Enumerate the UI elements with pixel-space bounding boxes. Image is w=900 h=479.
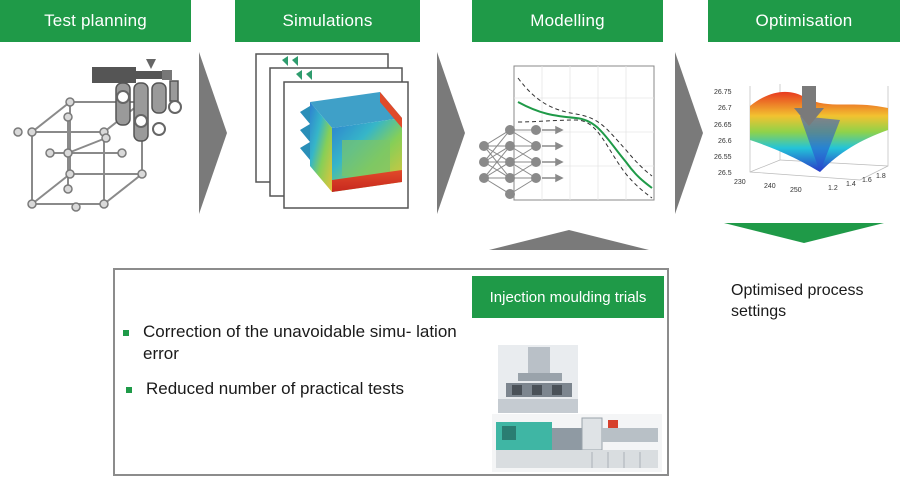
trials-header: Injection moulding trials [472, 276, 664, 318]
neural-network-icon [479, 65, 655, 201]
feedback-arrow-up [489, 230, 649, 250]
stage-header-test-planning: Test planning [0, 0, 191, 42]
result-arrow-down [724, 223, 884, 243]
z-tick: 26.55 [714, 154, 732, 161]
z-tick: 26.75 [714, 89, 732, 96]
injection-unit-icon [92, 59, 182, 142]
stage-header-modelling: Modelling [472, 0, 663, 42]
flow-arrow-1 [199, 52, 227, 214]
stage-header-simulations: Simulations [235, 0, 420, 42]
design-of-experiments-cube-icon [13, 59, 182, 212]
bullet-marker [123, 330, 129, 336]
x-tick: 250 [790, 187, 802, 194]
y-tick: 1.6 [862, 177, 872, 184]
z-tick: 26.6 [718, 138, 732, 145]
z-tick: 26.65 [714, 122, 732, 129]
x-tick: 230 [734, 179, 746, 186]
y-tick: 1.2 [828, 185, 838, 192]
bullet-text: Reduced number of practical tests [146, 379, 404, 398]
mould-closeup-image [498, 345, 578, 413]
bullet-text: Correction of the unavoidable simu- lati… [143, 322, 457, 363]
z-tick: 26.7 [718, 105, 732, 112]
y-tick: 1.8 [876, 173, 886, 180]
bullet-marker [126, 387, 132, 393]
flow-arrow-2 [437, 52, 465, 214]
optimisation-surface-plot: 26.75 26.7 26.65 26.6 26.55 26.5 230 240… [714, 84, 889, 194]
y-tick: 1.4 [846, 181, 856, 188]
stage-header-optimisation: Optimisation [708, 0, 900, 42]
injection-moulding-machine-image [492, 414, 662, 472]
optimised-settings-label: Optimised process settings [731, 282, 864, 320]
z-tick: 26.5 [718, 170, 732, 177]
simulation-result-stack-icon [255, 53, 409, 209]
flow-arrow-3 [675, 52, 703, 214]
optimisation-arrow-icon [794, 86, 824, 126]
bullet-item-reduced-tests: Reduced number of practical tests [126, 378, 466, 400]
bullet-item-correction: Correction of the unavoidable simu- lati… [123, 321, 463, 365]
x-tick: 240 [764, 183, 776, 190]
